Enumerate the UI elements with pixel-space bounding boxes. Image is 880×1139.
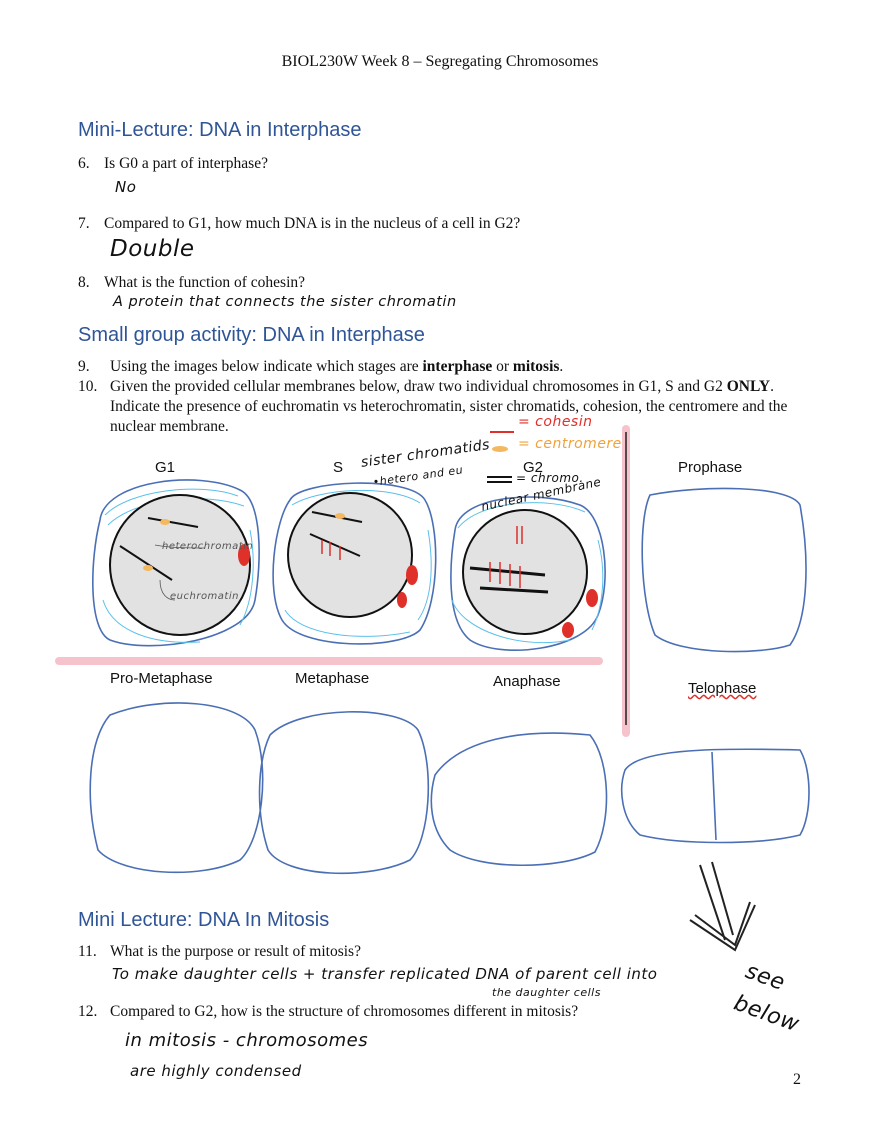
question-text: Compared to G1, how much DNA is in the n… bbox=[104, 215, 521, 232]
question-10: 10. Given the provided cellular membrane… bbox=[78, 377, 798, 437]
question-text: What is the function of cohesin? bbox=[104, 274, 306, 291]
question-text: What is the purpose or result of mitosis… bbox=[110, 943, 361, 960]
g2-cohesin-marks bbox=[489, 526, 523, 588]
answer-6: No bbox=[115, 178, 137, 196]
question-text: Using the images below indicate which st… bbox=[110, 358, 564, 375]
stage-label-anaphase: Anaphase bbox=[493, 673, 561, 690]
question-text: Given the provided cellular membranes be… bbox=[110, 378, 788, 435]
section-heading-interphase: Mini-Lecture: DNA in Interphase bbox=[78, 119, 362, 141]
answer-8: A protein that connects the sister chrom… bbox=[113, 294, 457, 310]
stage-label-g1: G1 bbox=[155, 459, 176, 476]
g2-red-organelle-2 bbox=[562, 622, 574, 638]
stage-label-s: S bbox=[333, 459, 344, 476]
heterochromatin-label: heterochromatin bbox=[162, 541, 254, 552]
cohesin-legend-label: = cohesin bbox=[518, 414, 593, 430]
section-heading-small-group: Small group activity: DNA in Interphase bbox=[78, 324, 425, 346]
question-number: 6. bbox=[78, 155, 90, 172]
g1-cell-membrane bbox=[92, 479, 260, 647]
question-9: 9. Using the images below indicate which… bbox=[78, 357, 818, 377]
question-8: 8. What is the function of cohesin? bbox=[78, 273, 818, 293]
question-11: 11. What is the purpose or result of mit… bbox=[78, 942, 678, 962]
g2-chromosomes bbox=[469, 566, 549, 594]
prometaphase-cell-membrane bbox=[89, 702, 264, 874]
g2-membrane-hatching bbox=[451, 502, 604, 644]
euchromatin-label: euchromatin bbox=[170, 591, 239, 602]
centromere-legend-mark bbox=[492, 446, 508, 452]
prophase-cell-membrane bbox=[641, 487, 807, 653]
question-7: 7. Compared to G1, how much DNA is in th… bbox=[78, 214, 818, 234]
page-number: 2 bbox=[793, 1071, 801, 1088]
stage-label-prometaphase: Pro-Metaphase bbox=[110, 670, 213, 687]
stage-label-telophase: Telophase bbox=[688, 680, 757, 697]
telophase-cell-membrane bbox=[620, 748, 810, 844]
chromo-legend-mark bbox=[487, 476, 512, 483]
answer-12-line1: in mitosis - chromosomes bbox=[125, 1030, 369, 1051]
heterochromatin-pointer bbox=[154, 544, 206, 549]
g1-nucleus bbox=[109, 494, 251, 636]
s-cell-membrane bbox=[272, 482, 437, 645]
anaphase-cell-membrane bbox=[430, 732, 608, 867]
g1-centromere-2 bbox=[143, 565, 153, 571]
section-heading-mitosis: Mini Lecture: DNA In Mitosis bbox=[78, 909, 330, 931]
question-12: 12. Compared to G2, how is the structure… bbox=[78, 1002, 678, 1022]
g1-chromosomes bbox=[119, 517, 199, 581]
stage-label-prophase: Prophase bbox=[678, 459, 743, 476]
s-nucleus bbox=[287, 492, 413, 618]
question-6: 6. Is G0 a part of interphase? bbox=[78, 154, 818, 174]
answer-11-line1: To make daughter cells + transfer replic… bbox=[112, 965, 658, 983]
s-red-organelle-2 bbox=[397, 592, 407, 608]
g1-red-organelle bbox=[238, 544, 250, 566]
question-number: 10. bbox=[78, 378, 98, 395]
question-number: 11. bbox=[78, 943, 97, 960]
metaphase-cell-membrane bbox=[258, 711, 430, 875]
s-membrane-hatching bbox=[284, 490, 432, 637]
question-number: 9. bbox=[78, 358, 90, 375]
g1-centromere bbox=[160, 519, 170, 525]
horizontal-divider bbox=[55, 657, 603, 665]
s-cohesin-marks bbox=[321, 540, 341, 560]
telophase-division-line bbox=[711, 751, 717, 841]
s-red-organelle bbox=[406, 565, 418, 585]
question-text: Is G0 a part of interphase? bbox=[104, 155, 268, 172]
answer-11-line2: the daughter cells bbox=[492, 986, 601, 999]
chromo-legend-label: = chromo. bbox=[516, 471, 584, 485]
centromere-legend-label: = centromere bbox=[518, 436, 622, 452]
question-number: 7. bbox=[78, 215, 90, 232]
question-number: 8. bbox=[78, 274, 90, 291]
see-below-arrow bbox=[689, 861, 756, 952]
s-centromere bbox=[335, 513, 345, 519]
euchromatin-pointer bbox=[159, 579, 176, 601]
stage-label-g2: G2 bbox=[523, 459, 544, 476]
question-text: Compared to G2, how is the structure of … bbox=[110, 1003, 579, 1020]
page-header: BIOL230W Week 8 – Segregating Chromosome… bbox=[281, 53, 599, 70]
g2-red-organelle bbox=[586, 589, 598, 607]
answer-7: Double bbox=[110, 236, 195, 262]
stage-label-metaphase: Metaphase bbox=[295, 670, 370, 687]
answer-12-line2: are highly condensed bbox=[130, 1062, 302, 1080]
question-number: 12. bbox=[78, 1003, 98, 1020]
